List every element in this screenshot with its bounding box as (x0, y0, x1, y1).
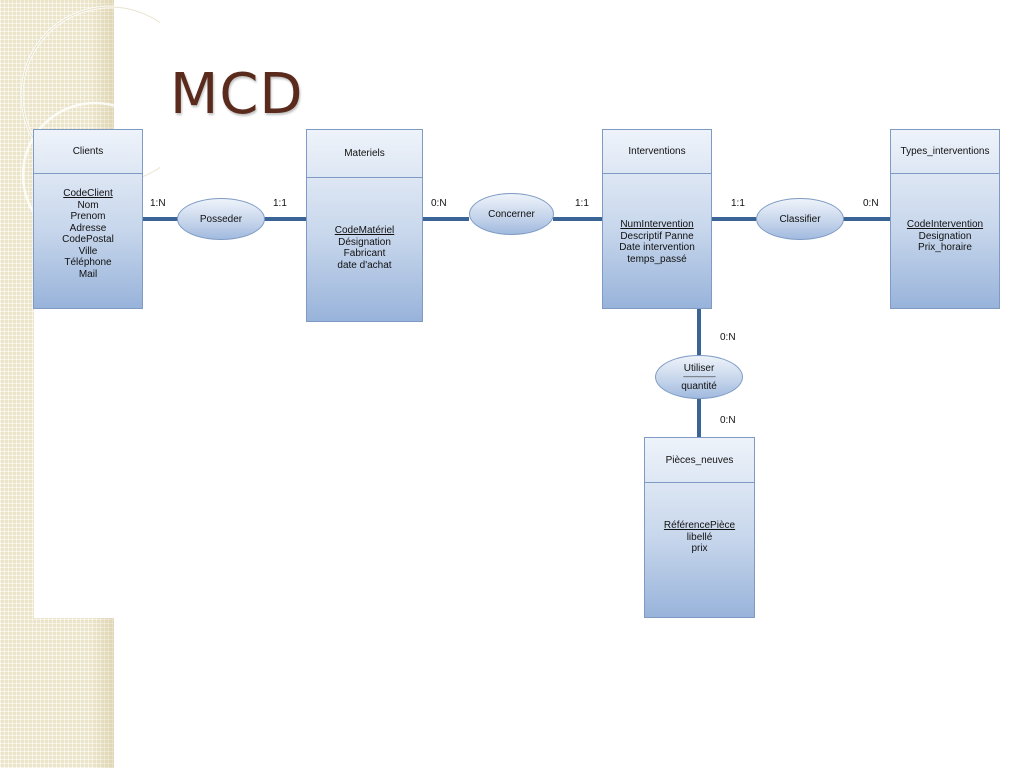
attr: Mail (78, 268, 98, 280)
cardinality-materiels-concerner: 0:N (431, 198, 447, 209)
association-posseder: Posseder (177, 198, 265, 240)
attr: Prix_horaire (918, 242, 972, 253)
association-label: Concerner (488, 208, 535, 220)
attr: Designation (918, 230, 972, 242)
attr: temps_passé (627, 253, 687, 265)
entity-clients-name: Clients (34, 130, 142, 174)
attr: Téléphone (64, 257, 112, 268)
association-utiliser: Utiliser ------------------------ quanti… (655, 355, 743, 399)
attr: CodePostal (62, 234, 114, 245)
attr: Ville (78, 245, 98, 257)
entity-pieces-attributes: RéférencePièce libellé prix (645, 483, 754, 555)
slide-title: MCD (170, 62, 304, 127)
attr: date d'achat (337, 259, 392, 271)
attr: Fabricant (343, 248, 386, 259)
attr: Nom (77, 199, 99, 211)
attr: prix (691, 543, 708, 554)
cardinality-interventions-utiliser: 0:N (720, 332, 736, 343)
entity-materiels-name: Materiels (307, 130, 422, 178)
entity-interventions-attributes: NumIntervention Descriptif Panne Date in… (603, 174, 711, 265)
association-attribute: quantité (681, 380, 717, 392)
entity-materiels: Materiels CodeMatériel Désignation Fabri… (306, 129, 423, 322)
entity-types-interventions: Types_interventions CodeIntervention Des… (890, 129, 1000, 309)
association-separator: ------------------------ (683, 373, 716, 381)
cardinality-interventions-classifier: 1:1 (731, 198, 745, 209)
cardinality-classifier-types: 0:N (863, 198, 879, 209)
association-label: Classifier (779, 213, 821, 225)
entity-materiels-attributes: CodeMatériel Désignation Fabricant date … (307, 178, 422, 271)
association-classifier: Classifier (756, 198, 844, 240)
attr-primary-key: CodeClient (63, 188, 113, 199)
association-concerner: Concerner (469, 193, 554, 235)
attr: Descriptif Panne (620, 230, 694, 242)
attr-primary-key: CodeIntervention (906, 219, 984, 230)
association-label: Utiliser (683, 362, 715, 374)
entity-interventions-name: Interventions (603, 130, 711, 174)
cardinality-utiliser-pieces: 0:N (720, 415, 736, 426)
entity-interventions: Interventions NumIntervention Descriptif… (602, 129, 712, 309)
attr-primary-key: CodeMatériel (334, 225, 395, 236)
attr: Date intervention (619, 242, 695, 253)
attr-primary-key: NumIntervention (620, 219, 694, 230)
attr: Adresse (69, 222, 107, 234)
attr: Prenom (70, 211, 106, 222)
attr-primary-key: RéférencePièce (663, 520, 736, 531)
attr: libellé (686, 531, 713, 543)
entity-pieces-neuves: Pièces_neuves RéférencePièce libellé pri… (644, 437, 755, 618)
cardinality-clients-posseder: 1:N (150, 198, 166, 209)
attr: Désignation (338, 236, 391, 248)
entity-pieces-name: Pièces_neuves (645, 438, 754, 483)
association-label: Posseder (199, 213, 243, 225)
cardinality-posseder-materiels: 1:1 (273, 198, 287, 209)
entity-clients: Clients CodeClient Nom Prenom Adresse Co… (33, 129, 143, 309)
entity-types-name: Types_interventions (891, 130, 999, 174)
cardinality-concerner-interventions: 1:1 (575, 198, 589, 209)
entity-clients-attributes: CodeClient Nom Prenom Adresse CodePostal… (34, 174, 142, 280)
entity-types-attributes: CodeIntervention Designation Prix_horair… (891, 174, 999, 254)
